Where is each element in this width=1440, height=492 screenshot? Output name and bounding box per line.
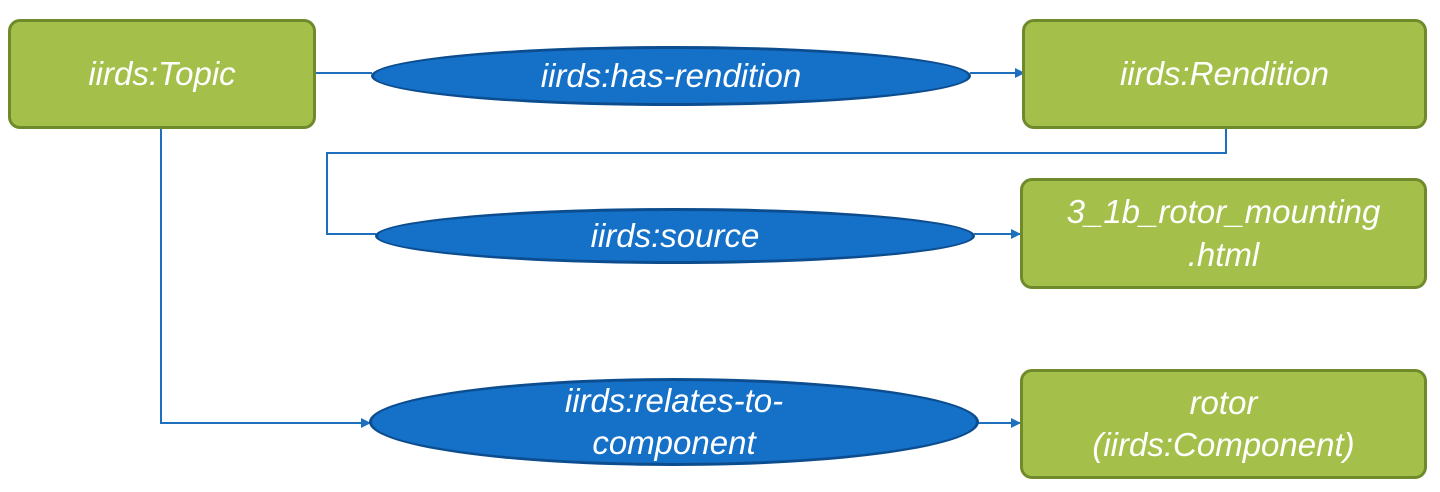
connector-rendition-to-source <box>326 128 1227 235</box>
relation-has-rendition: iirds:has-rendition <box>371 46 971 106</box>
relation-source: iirds:source <box>375 208 975 264</box>
node-source-file: 3_1b_rotor_mounting .html <box>1020 178 1427 289</box>
node-component: rotor (iirds:Component) <box>1020 369 1427 479</box>
node-rendition: iirds:Rendition <box>1022 19 1427 129</box>
node-topic: iirds:Topic <box>8 19 316 129</box>
relation-relates-to-component: iirds:relates-to- component <box>369 378 979 466</box>
connector-topic-to-relates-to-component <box>160 128 371 428</box>
